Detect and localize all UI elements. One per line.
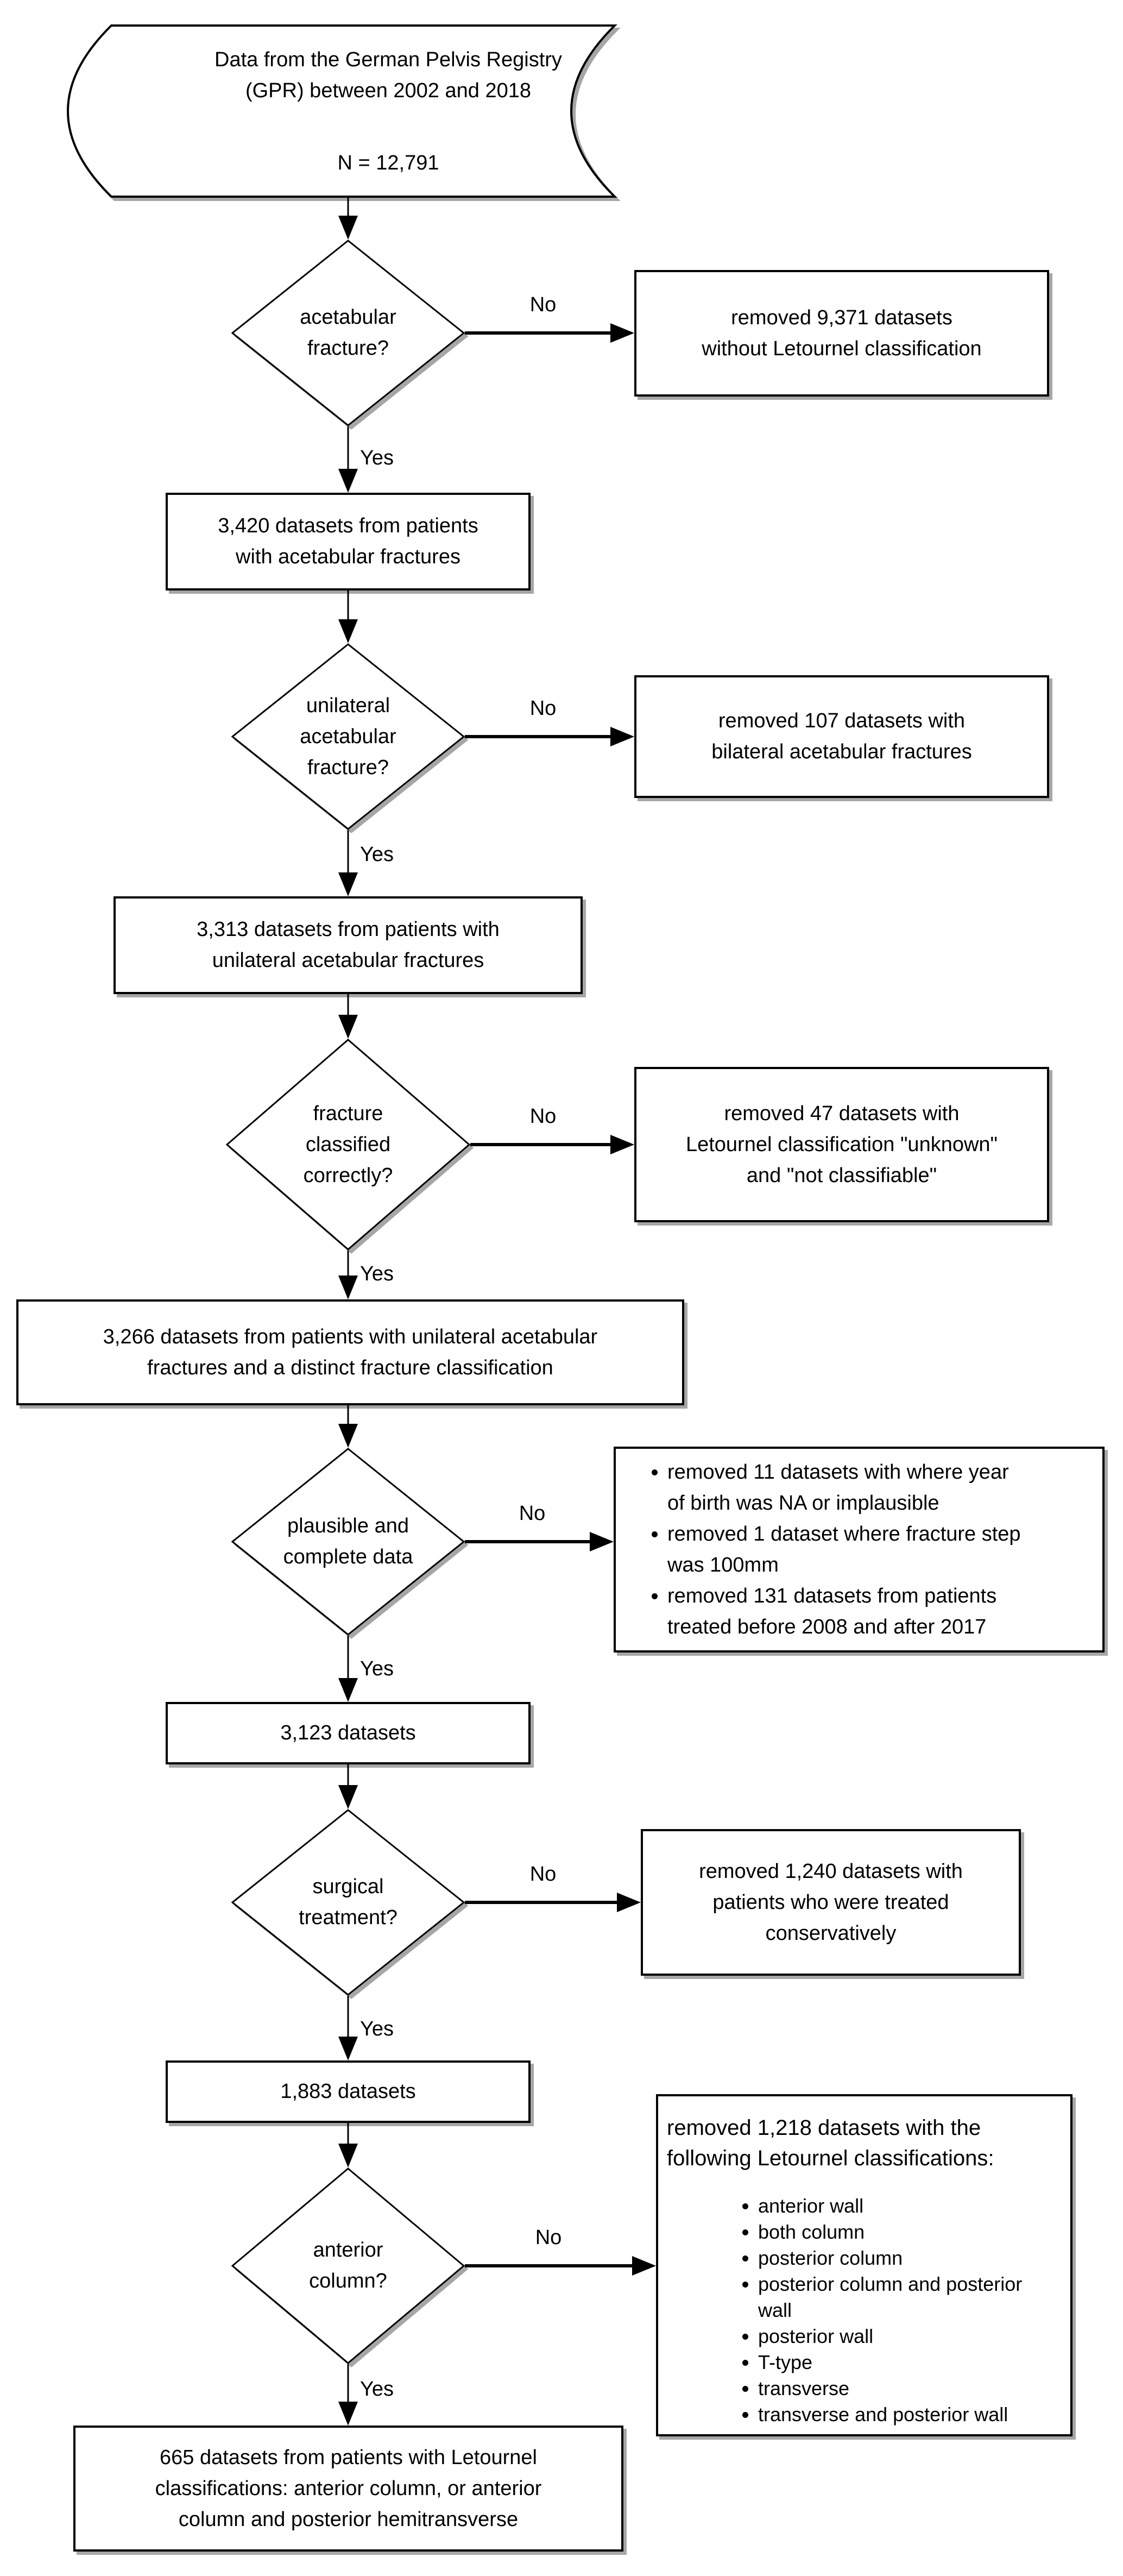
list-item: transverse xyxy=(758,2376,1059,2402)
decision-plausible-data: plausible and complete data xyxy=(231,1448,465,1636)
arrow-yes-unilateral xyxy=(338,830,358,896)
arrow-p5-to-anterior-decision xyxy=(338,2123,358,2167)
process-3123-datasets: 3,123 datasets xyxy=(166,1702,531,1764)
arrow-no-surgical xyxy=(465,1893,641,1912)
removed-107-text: removed 107 datasets with bilateral acet… xyxy=(711,709,972,763)
no-label-unilateral: No xyxy=(529,697,557,720)
removed-1240-text: removed 1,240 datasets with patients who… xyxy=(699,1859,963,1945)
process-1883-text: 1,883 datasets xyxy=(280,2080,416,2103)
yes-label-acetabular: Yes xyxy=(360,447,394,469)
removed-9371-text: removed 9,371 datasets without Letournel… xyxy=(702,306,982,360)
removed-1218-header: removed 1,218 datasets with the followin… xyxy=(667,2116,994,2170)
decision-unilateral-text: unilateral acetabular fracture? xyxy=(300,694,396,779)
yes-label-plausible: Yes xyxy=(360,1657,394,1680)
diamond-shape xyxy=(231,643,465,830)
removed-1240-box: removed 1,240 datasets with patients who… xyxy=(641,1829,1021,1976)
arrow-p3-to-plausible-decision xyxy=(338,1405,358,1448)
list-item: removed 1 dataset where fracture step wa… xyxy=(667,1519,1026,1581)
process-3313-datasets: 3,313 datasets from patients with unilat… xyxy=(113,896,583,994)
diamond-shape xyxy=(231,2167,465,2364)
source-line-1: Data from the German Pelvis Registry xyxy=(214,48,562,71)
no-label-classified: No xyxy=(529,1105,557,1128)
stored-data-shape xyxy=(67,24,617,198)
decision-acetabular-fracture: acetabular fracture? xyxy=(231,240,465,426)
list-item: transverse and posterior wall xyxy=(758,2402,1059,2428)
diamond-shape xyxy=(226,1039,470,1251)
decision-classified-text: fracture classified correctly? xyxy=(303,1102,393,1187)
no-label-surgical: No xyxy=(529,1863,557,1886)
source-n-count: N = 12,791 xyxy=(337,151,439,174)
diamond-shape xyxy=(231,1448,465,1636)
no-label-anterior: No xyxy=(535,2226,562,2249)
letournel-classification-list: anterior wall both column posterior colu… xyxy=(667,2193,1059,2428)
list-item: anterior wall xyxy=(758,2193,1059,2219)
arrow-yes-anterior xyxy=(338,2364,358,2426)
removed-47-text: removed 47 datasets with Letournel class… xyxy=(685,1102,998,1187)
decision-fracture-classified: fracture classified correctly? xyxy=(226,1039,470,1251)
decision-anterior-column: anterior column? xyxy=(231,2167,465,2364)
arrow-yes-classified xyxy=(338,1251,358,1299)
process-3313-text: 3,313 datasets from patients with unilat… xyxy=(197,918,500,972)
process-3266-text: 3,266 datasets from patients with unilat… xyxy=(103,1325,598,1379)
process-3420-text: 3,420 datasets from patients with acetab… xyxy=(218,514,478,568)
list-item: posterior wall xyxy=(758,2323,1059,2349)
list-item: posterior column xyxy=(758,2245,1059,2271)
removed-1218-box: removed 1,218 datasets with the followin… xyxy=(656,2094,1072,2436)
yes-label-classified: Yes xyxy=(360,1262,394,1285)
removed-107-box: removed 107 datasets with bilateral acet… xyxy=(634,675,1049,798)
removed-implausible-list-wrap: removed 11 datasets with where year of b… xyxy=(616,1449,1102,1650)
arrow-yes-surgical xyxy=(338,1996,358,2060)
arrow-no-anterior xyxy=(465,2256,656,2276)
process-3266-datasets: 3,266 datasets from patients with unilat… xyxy=(16,1299,684,1405)
decision-plausible-text: plausible and complete data xyxy=(283,1515,413,1568)
arrow-no-classified xyxy=(470,1135,634,1154)
yes-label-surgical: Yes xyxy=(360,2018,394,2040)
arrow-p2-to-classified-decision xyxy=(338,994,358,1039)
removed-implausible-box: removed 11 datasets with where year of b… xyxy=(614,1447,1105,1653)
final-665-datasets-box: 665 datasets from patients with Letourne… xyxy=(73,2426,623,2552)
arrow-p4-to-surgical-decision xyxy=(338,1764,358,1809)
arrow-source-to-acetabular-decision xyxy=(338,197,358,240)
decision-surgical-treatment: surgical treatment? xyxy=(231,1809,465,1996)
process-3123-text: 3,123 datasets xyxy=(280,1721,416,1744)
yes-label-anterior: Yes xyxy=(360,2378,394,2401)
arrow-yes-acetabular xyxy=(338,426,358,493)
process-3420-datasets: 3,420 datasets from patients with acetab… xyxy=(166,493,531,590)
diamond-shape xyxy=(231,240,465,426)
process-1883-datasets: 1,883 datasets xyxy=(166,2060,531,2123)
list-item: T-type xyxy=(758,2349,1059,2376)
source-node: Data from the German Pelvis Registry (GP… xyxy=(24,24,622,198)
source-text: Data from the German Pelvis Registry (GP… xyxy=(214,45,562,179)
decision-surgical-text: surgical treatment? xyxy=(299,1875,398,1929)
decision-anterior-text: anterior column? xyxy=(309,2239,387,2292)
decision-acetabular-text: acetabular fracture? xyxy=(300,306,396,360)
no-label-plausible: No xyxy=(519,1502,546,1525)
arrow-no-unilateral xyxy=(465,727,634,746)
no-label-acetabular: No xyxy=(529,293,557,316)
final-665-text: 665 datasets from patients with Letourne… xyxy=(155,2446,542,2531)
list-item: removed 11 datasets with where year of b… xyxy=(667,1457,1026,1519)
yes-label-unilateral: Yes xyxy=(360,843,394,866)
removed-47-box: removed 47 datasets with Letournel class… xyxy=(634,1067,1049,1222)
list-item: posterior column and posterior wall xyxy=(758,2271,1059,2323)
list-item: both column xyxy=(758,2219,1059,2245)
removed-1218-content: removed 1,218 datasets with the followin… xyxy=(658,2096,1070,2434)
decision-unilateral-fracture: unilateral acetabular fracture? xyxy=(231,643,465,830)
arrow-no-acetabular xyxy=(465,323,634,343)
arrow-p1-to-unilateral-decision xyxy=(338,590,358,643)
arrow-yes-plausible xyxy=(338,1636,358,1702)
list-item: removed 131 datasets from patients treat… xyxy=(667,1581,1026,1643)
source-line-2: (GPR) between 2002 and 2018 xyxy=(245,79,531,102)
diamond-shape xyxy=(231,1809,465,1996)
arrow-no-plausible xyxy=(465,1532,614,1551)
removed-implausible-list: removed 11 datasets with where year of b… xyxy=(616,1457,1102,1643)
removed-9371-box: removed 9,371 datasets without Letournel… xyxy=(634,270,1049,397)
